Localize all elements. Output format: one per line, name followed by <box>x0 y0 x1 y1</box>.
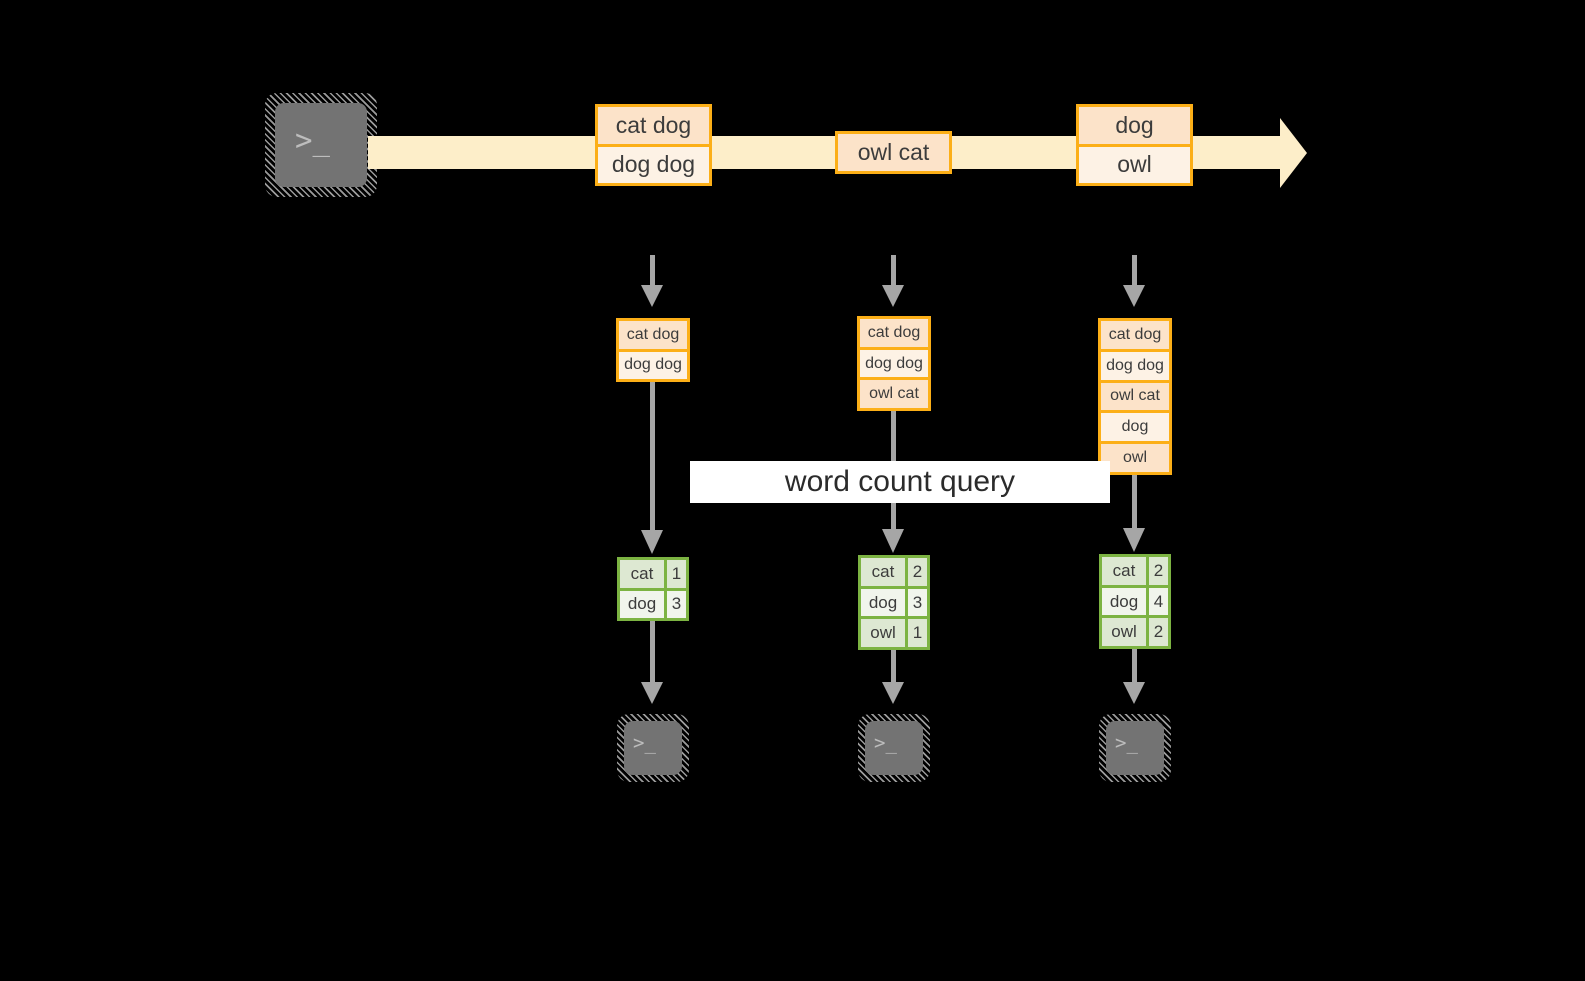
query-label-band: word count query <box>690 461 1110 503</box>
column-2-sink-line <box>891 650 896 686</box>
source-terminal-icon: >_ <box>265 93 377 197</box>
column-1-query-line <box>650 382 655 537</box>
terminal-prompt-glyph: >_ <box>874 732 897 754</box>
column-1-query-arrowhead <box>641 530 663 554</box>
table-cell-count: 1 <box>908 619 927 648</box>
table-cell-word: cat <box>1102 557 1146 585</box>
column-2-query-arrowhead <box>882 529 904 553</box>
column-2-sink-arrowhead <box>882 682 904 704</box>
table-row: owl 2 <box>1102 618 1168 647</box>
terminal-body <box>624 721 682 775</box>
stream-event-box-3[interactable]: dog owl <box>1076 104 1193 186</box>
input-line: cat dog <box>1101 321 1169 349</box>
input-line: owl cat <box>860 380 928 409</box>
input-line: dog dog <box>1101 351 1169 380</box>
table-cell-count: 3 <box>667 590 686 618</box>
table-cell-count: 1 <box>667 560 686 588</box>
terminal-body <box>865 721 923 775</box>
column-3-feed-arrowhead <box>1123 285 1145 307</box>
table-row: cat 2 <box>1102 557 1168 585</box>
table-cell-word: dog <box>1102 587 1146 616</box>
table-cell-word: cat <box>620 560 664 588</box>
input-line: dog dog <box>619 351 687 379</box>
column-3-sink-terminal-icon: >_ <box>1099 714 1171 782</box>
column-1-sink-line <box>650 621 655 686</box>
table-cell-word: dog <box>620 590 664 618</box>
input-line: cat dog <box>619 321 687 349</box>
column-1-result-table[interactable]: cat 1 dog 3 <box>617 557 689 621</box>
terminal-body <box>275 103 367 187</box>
stream-timeline-arrowhead <box>1280 118 1307 188</box>
column-2-sink-terminal-icon: >_ <box>858 714 930 782</box>
column-3-query-arrowhead <box>1123 528 1145 552</box>
input-line: dog <box>1101 413 1169 442</box>
column-2-feed-line <box>891 255 896 285</box>
column-3-result-table[interactable]: cat 2 dog 4 owl 2 <box>1099 554 1171 649</box>
table-row: dog 3 <box>861 588 927 617</box>
table-cell-word: dog <box>861 588 905 617</box>
table-row: cat 1 <box>620 560 686 588</box>
stream-event-line: dog dog <box>598 146 709 183</box>
table-cell-count: 2 <box>1149 557 1168 585</box>
column-2-result-table[interactable]: cat 2 dog 3 owl 1 <box>858 555 930 650</box>
input-line: owl cat <box>1101 382 1169 411</box>
terminal-prompt-glyph: >_ <box>295 123 330 157</box>
table-row: dog 4 <box>1102 587 1168 616</box>
column-1-sink-arrowhead <box>641 682 663 704</box>
table-cell-count: 3 <box>908 588 927 617</box>
table-row: dog 3 <box>620 590 686 618</box>
stream-event-box-2[interactable]: owl cat <box>835 131 952 174</box>
column-3-query-line <box>1132 475 1137 535</box>
column-2-feed-arrowhead <box>882 285 904 307</box>
column-2-input-box[interactable]: cat dog dog dog owl cat <box>857 316 931 411</box>
stream-event-line: owl <box>1079 146 1190 183</box>
table-cell-count: 2 <box>1149 618 1168 647</box>
terminal-body <box>1106 721 1164 775</box>
table-cell-count: 4 <box>1149 587 1168 616</box>
input-line: dog dog <box>860 349 928 378</box>
column-1-input-box[interactable]: cat dog dog dog <box>616 318 690 382</box>
terminal-prompt-glyph: >_ <box>1115 732 1138 754</box>
input-line: cat dog <box>860 319 928 347</box>
table-cell-word: cat <box>861 558 905 586</box>
query-label-text: word count query <box>784 465 1016 498</box>
stream-event-box-1[interactable]: cat dog dog dog <box>595 104 712 186</box>
column-3-feed-line <box>1132 255 1137 285</box>
table-cell-word: owl <box>861 619 905 648</box>
column-3-input-box[interactable]: cat dog dog dog owl cat dog owl <box>1098 318 1172 475</box>
table-cell-count: 2 <box>908 558 927 586</box>
table-cell-word: owl <box>1102 618 1146 647</box>
input-line: owl <box>1101 444 1169 472</box>
stream-event-line: owl cat <box>838 134 949 171</box>
column-1-sink-terminal-icon: >_ <box>617 714 689 782</box>
stream-event-line: dog <box>1079 107 1190 144</box>
table-row: cat 2 <box>861 558 927 586</box>
stream-event-line: cat dog <box>598 107 709 144</box>
column-1-feed-line <box>650 255 655 285</box>
column-1-feed-arrowhead <box>641 285 663 307</box>
table-row: owl 1 <box>861 619 927 648</box>
column-3-sink-arrowhead <box>1123 682 1145 704</box>
terminal-prompt-glyph: >_ <box>633 732 656 754</box>
column-3-sink-line <box>1132 649 1137 686</box>
